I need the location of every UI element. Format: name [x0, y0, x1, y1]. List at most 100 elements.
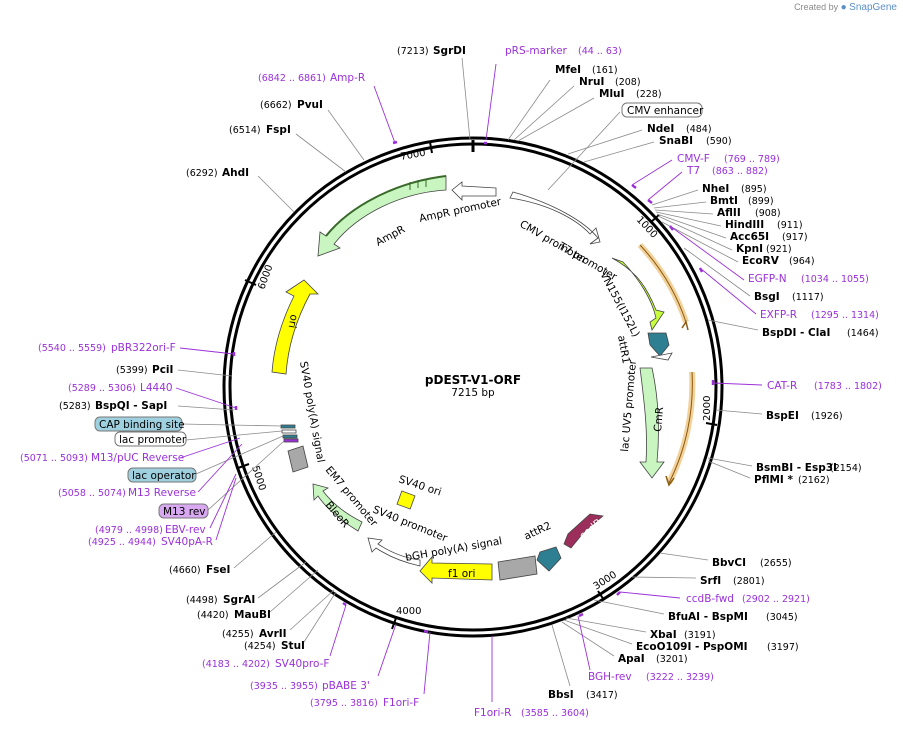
- leader-line: [185, 430, 283, 441]
- tick-6000: [244, 279, 257, 286]
- leader-line: [327, 109, 365, 161]
- brand-prefix: Created by: [794, 2, 839, 12]
- enzyme-pcii: PciI: [152, 364, 173, 376]
- bgh-polya-shape: [497, 555, 538, 581]
- vn155-arrow: [611, 257, 665, 331]
- primer-ebv-rev-coord: (4979 .. 4998): [95, 525, 163, 536]
- leader-line: [177, 369, 233, 377]
- leader-line: [561, 621, 615, 657]
- boxed-m13-rev-label: M13 rev: [163, 506, 206, 518]
- leader-line: [373, 85, 396, 144]
- m13rev-shape: [283, 438, 299, 443]
- leader-line: [507, 79, 551, 141]
- leader-line: [669, 225, 745, 281]
- primer-t7: T7: [686, 165, 700, 177]
- primer-mark: [342, 601, 347, 607]
- primer-amp-r: Amp-R: [330, 72, 365, 84]
- em7-promoter-shape: [287, 445, 309, 473]
- enzyme-stui-coord: (4254): [244, 641, 276, 652]
- attr1-label: attR1: [615, 334, 632, 364]
- primer-cat-r: CAT-R: [767, 380, 797, 392]
- primer-sv40pro-f: SV40pro-F: [275, 658, 329, 670]
- leader-line: [707, 460, 751, 479]
- primer-prs-marker-coord: (44 .. 63): [578, 46, 622, 57]
- leader-line: [547, 111, 621, 191]
- enzyme-bsgi-coord: (1117): [792, 292, 824, 303]
- tick-label-6000: 6000: [256, 263, 275, 291]
- f1-ori-arrow: [419, 555, 493, 584]
- primer-ebv-rev: EBV-rev: [165, 524, 206, 536]
- leader-line: [377, 623, 397, 677]
- enzyme-bspei-coord: (1926): [811, 411, 843, 422]
- primer-f1ori-r-coord: (3585 .. 3604): [521, 708, 589, 719]
- primer-m13-reverse-coord: (5058 .. 5074): [58, 488, 126, 499]
- enzyme-bmti: BmtI: [710, 195, 738, 207]
- arrow-head-icon: [681, 320, 689, 331]
- primer-l4440-coord: (5289 .. 5306): [68, 383, 136, 394]
- leader-line: [647, 171, 683, 201]
- leader-line: [179, 347, 235, 355]
- leader-line: [655, 211, 722, 227]
- enzyme-acc65i-coord: (917): [782, 232, 808, 243]
- brand-name: SnapGene: [849, 2, 897, 13]
- primer-t7-coord: (863 .. 882): [712, 166, 768, 177]
- primer-mark: [578, 612, 584, 618]
- boxed-cap-binding-site-label: CAP binding site: [99, 419, 185, 431]
- primer-l4440: L4440: [140, 382, 173, 394]
- enzyme-ahdi-coord: (6292): [186, 168, 218, 179]
- leader-line: [207, 440, 285, 511]
- enzyme-bsgi: BsgI: [754, 291, 780, 303]
- leader-line: [423, 631, 431, 695]
- vn155-label: VN155(I152L): [597, 270, 642, 339]
- enzyme-ecoo109i-pspomi-coord: (3197): [767, 642, 799, 653]
- leader-line: [289, 589, 335, 631]
- leader-line: [707, 319, 759, 331]
- leader-line: [461, 57, 471, 141]
- attr1-shape: [647, 332, 670, 357]
- plasmid-name: pDEST-V1-ORF: [425, 373, 521, 387]
- leader-line: [631, 159, 673, 186]
- leader-line: [583, 141, 655, 163]
- ampr-label: AmpR: [374, 223, 407, 248]
- leader-line: [257, 561, 307, 599]
- leader-line: [195, 435, 284, 475]
- primer-mark: [423, 629, 429, 634]
- enzyme-ecorv: EcoRV: [742, 255, 780, 267]
- primer-pbabe3: pBABE 3': [322, 680, 370, 692]
- primer-m13puc: M13/pUC Reverse: [91, 452, 184, 464]
- bleor-arrow: [312, 483, 363, 532]
- enzyme-bbvci: BbvCI: [712, 557, 746, 569]
- primer-mark: [647, 199, 653, 204]
- tick-label-2000: 2000: [702, 396, 713, 421]
- enzyme-acc65i: Acc65I: [730, 231, 769, 243]
- leader-line: [233, 531, 277, 569]
- enzyme-bbsi-coord: (3417): [586, 690, 618, 701]
- primer-amp-r-coord: (6842 .. 6861): [258, 73, 326, 84]
- leader-line: [181, 423, 282, 427]
- primer-ccdb-fwd: ccdB-fwd: [686, 593, 734, 605]
- leader-line: [197, 443, 243, 493]
- attr2-label: attR2: [522, 520, 553, 543]
- ampr-promoter-label: AmpR promoter: [418, 196, 503, 225]
- right-labels: pRS-marker (44 .. 63) MfeI (161) NruI (2…: [474, 45, 882, 719]
- leader-line: [551, 624, 571, 687]
- features: [271, 175, 673, 584]
- enzyme-pvui: PvuI: [297, 99, 323, 111]
- enzyme-hindiii-coord: (911): [777, 220, 803, 231]
- ccdb-arrow: [563, 513, 604, 549]
- leader-line: [699, 267, 757, 315]
- leader-line: [485, 63, 497, 141]
- enzyme-bmti-coord: (899): [748, 196, 774, 207]
- enzyme-bspei: BspEI: [766, 410, 799, 422]
- enzyme-nhei: NheI: [702, 183, 729, 195]
- primer-f1ori-f: F1ori-F: [383, 697, 419, 709]
- primer-prs-marker: pRS-marker: [505, 45, 568, 57]
- enzyme-apai-coord: (3201): [656, 654, 688, 665]
- ccdb-label: ccdB: [577, 517, 604, 543]
- tick-label-7000: 7000: [400, 148, 427, 163]
- primer-cmv-f: CMV-F: [677, 153, 710, 165]
- enzyme-bfuai-bspmi: BfuAI - BspMI: [668, 611, 748, 623]
- tick-3000: [597, 590, 605, 601]
- leader-line: [567, 129, 643, 155]
- leader-line: [295, 133, 347, 173]
